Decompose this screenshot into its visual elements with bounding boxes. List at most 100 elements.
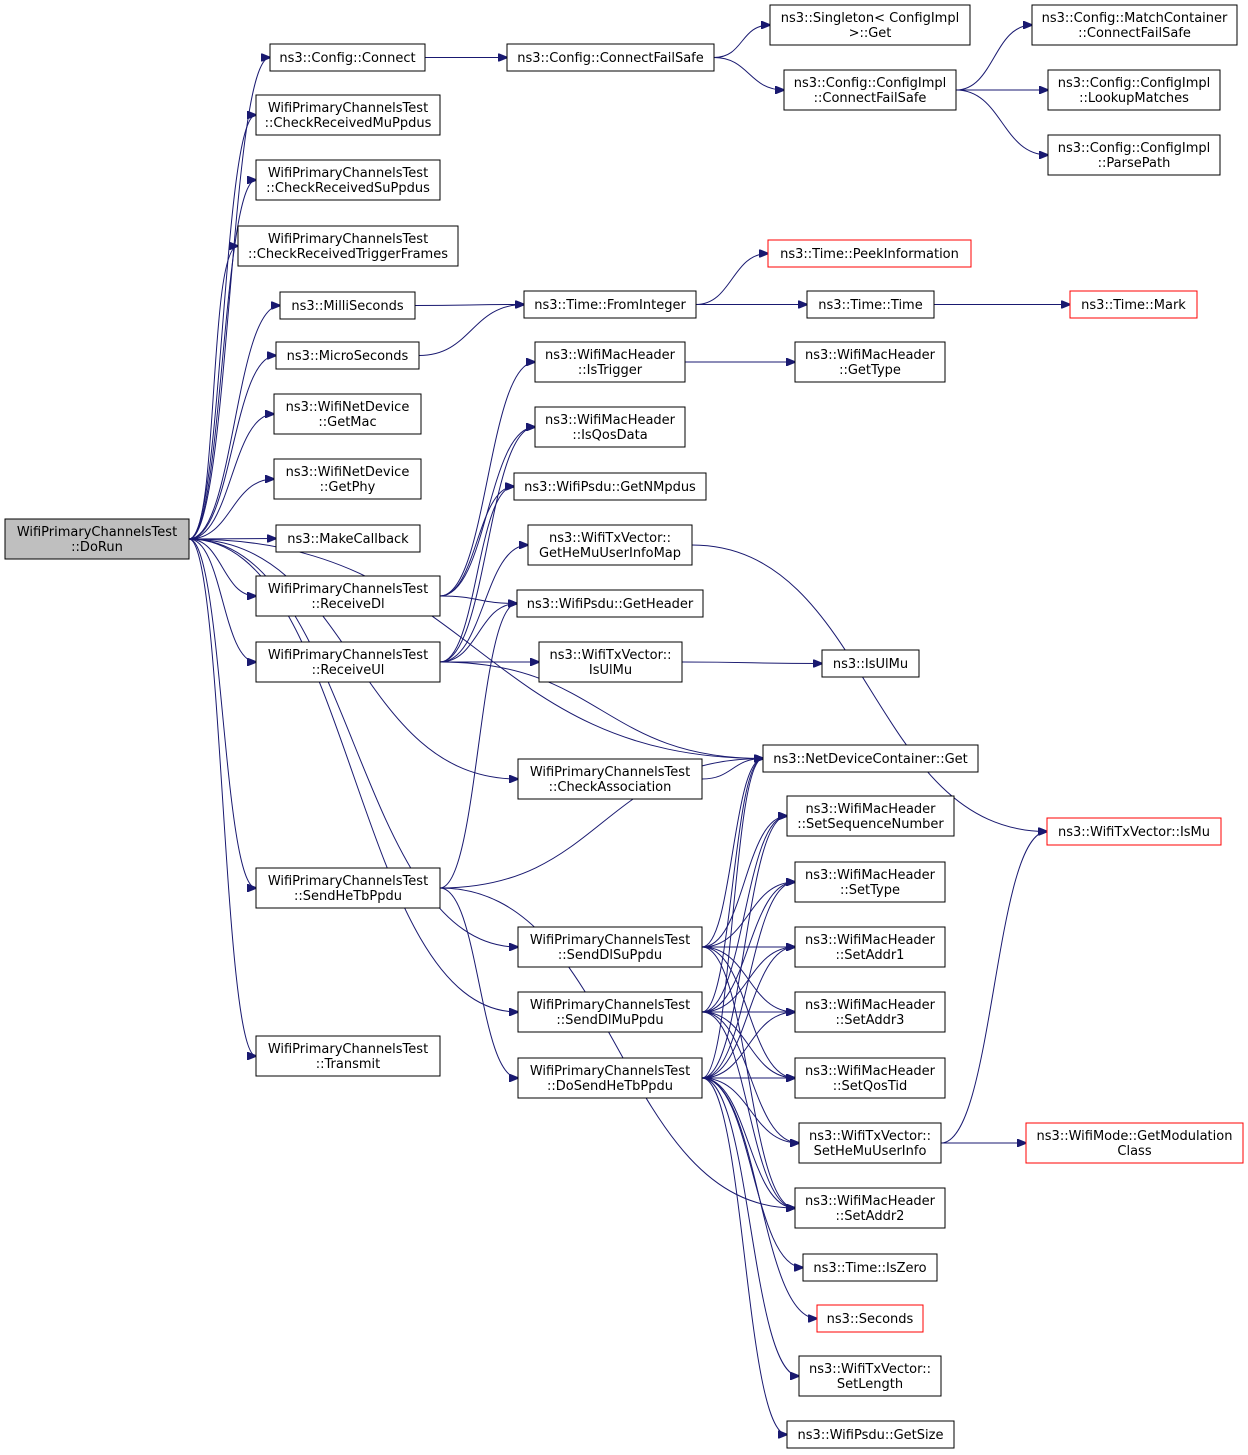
node-label: ns3::WifiNetDevice <box>286 465 410 480</box>
node-label: ns3::WifiTxVector:: <box>549 648 671 663</box>
node-setaddr3[interactable]: ns3::WifiMacHeader::SetAddr3 <box>794 991 946 1033</box>
node-label: ::CheckReceivedSuPpdus <box>266 181 430 196</box>
node-istrigger[interactable]: ns3::WifiMacHeader::IsTrigger <box>534 341 686 383</box>
node-box <box>1069 290 1198 319</box>
node-iszero[interactable]: ns3::Time::IsZero <box>802 1253 938 1282</box>
node-setqostid[interactable]: ns3::WifiMacHeader::SetQosTid <box>794 1057 946 1099</box>
node-recvul[interactable]: WifiPrimaryChannelsTest::ReceiveUl <box>255 641 441 683</box>
node-setseq[interactable]: ns3::WifiMacHeader::SetSequenceNumber <box>786 795 955 837</box>
node-sethemu[interactable]: ns3::WifiTxVector::SetHeMuUserInfo <box>798 1122 942 1164</box>
edge-cfs-to-singleton <box>713 25 770 58</box>
node-cicfs[interactable]: ns3::Config::ConfigImpl::ConnectFailSafe <box>783 69 957 111</box>
node-setaddr2[interactable]: ns3::WifiMacHeader::SetAddr2 <box>794 1187 946 1229</box>
node-label: Class <box>1117 1144 1151 1159</box>
node-fromint[interactable]: ns3::Time::FromInteger <box>523 290 697 319</box>
node-label: ns3::Time::Time <box>818 298 922 313</box>
node-box <box>269 43 426 72</box>
node-gethemu[interactable]: ns3::WifiTxVector::GetHeMuUserInfoMap <box>527 524 693 566</box>
node-cfs[interactable]: ns3::Config::ConnectFailSafe <box>506 43 715 72</box>
node-box <box>816 1304 924 1333</box>
node-label: ns3::Config::MatchContainer <box>1042 11 1228 26</box>
node-isulmu[interactable]: ns3::IsUlMu <box>821 649 920 678</box>
node-peek[interactable]: ns3::Time::PeekInformation <box>767 239 972 268</box>
node-getheader[interactable]: ns3::WifiPsdu::GetHeader <box>516 589 704 618</box>
node-label: ns3::WifiMacHeader <box>545 348 676 363</box>
node-label: ns3::WifiMacHeader <box>545 413 676 428</box>
node-label: ::SetAddr2 <box>836 1209 905 1224</box>
node-dorun[interactable]: WifiPrimaryChannelsTest::DoRun <box>4 518 190 560</box>
edge-dorun-to-getmac <box>188 414 274 540</box>
node-sendhetb[interactable]: WifiPrimaryChannelsTest::SendHeTbPpdu <box>255 867 441 909</box>
edge-dosendhetb-to-setseq <box>701 816 787 1079</box>
node-getsize[interactable]: ns3::WifiPsdu::GetSize <box>786 1420 955 1449</box>
edge-fromint-to-peek <box>695 254 768 305</box>
node-setaddr1[interactable]: ns3::WifiMacHeader::SetAddr1 <box>794 926 946 968</box>
node-box <box>1047 69 1221 111</box>
node-box <box>506 43 715 72</box>
node-mccfs[interactable]: ns3::Config::MatchContainer::ConnectFail… <box>1031 4 1238 46</box>
node-micro[interactable]: ns3::MicroSeconds <box>275 341 420 370</box>
node-isulmu_tx[interactable]: ns3::WifiTxVector::IsUlMu <box>538 641 683 683</box>
node-getnmpdus[interactable]: ns3::WifiPsdu::GetNMpdus <box>513 472 707 501</box>
edge-dorun-to-getphy <box>188 479 274 540</box>
edge-isulmu_tx-to-isulmu <box>681 662 822 664</box>
node-lookup[interactable]: ns3::Config::ConfigImpl::LookupMatches <box>1047 69 1221 111</box>
node-box <box>273 458 422 500</box>
node-gettype[interactable]: ns3::WifiMacHeader::GetType <box>794 341 946 383</box>
edge-dorun-to-sendhetb <box>188 538 256 888</box>
edge-recvul-to-getnmpdus <box>439 487 514 663</box>
node-isqos[interactable]: ns3::WifiMacHeader::IsQosData <box>534 406 686 448</box>
node-recvdl[interactable]: WifiPrimaryChannelsTest::ReceiveDl <box>255 575 441 617</box>
node-ismu[interactable]: ns3::WifiTxVector::IsMu <box>1046 817 1222 846</box>
edge-dorun-to-senddlmu <box>188 538 518 1012</box>
edge-micro-to-fromint <box>418 305 524 356</box>
node-label: ::IsTrigger <box>578 363 643 378</box>
node-setlength[interactable]: ns3::WifiTxVector::SetLength <box>798 1355 942 1397</box>
edge-dosendhetb-to-seconds <box>701 1077 817 1319</box>
node-label: ::SetQosTid <box>833 1079 907 1094</box>
node-mark[interactable]: ns3::Time::Mark <box>1069 290 1198 319</box>
node-label: WifiPrimaryChannelsTest <box>268 1042 428 1057</box>
node-makecb[interactable]: ns3::MakeCallback <box>275 524 421 553</box>
edge-recvdl-to-isqos <box>439 427 535 597</box>
node-label: WifiPrimaryChannelsTest <box>268 101 428 116</box>
node-getphy[interactable]: ns3::WifiNetDevice::GetPhy <box>273 458 422 500</box>
node-crmu[interactable]: WifiPrimaryChannelsTest::CheckReceivedMu… <box>255 94 441 136</box>
node-label: ::ReceiveDl <box>311 597 384 612</box>
node-seconds[interactable]: ns3::Seconds <box>816 1304 924 1333</box>
edge-dosendhetb-to-setlength <box>701 1077 799 1376</box>
node-label: ::ConnectFailSafe <box>1078 26 1191 41</box>
node-label: ::SetType <box>840 883 900 898</box>
node-ndcget[interactable]: ns3::NetDeviceContainer::Get <box>762 744 979 773</box>
node-time[interactable]: ns3::Time::Time <box>806 290 935 319</box>
node-settype[interactable]: ns3::WifiMacHeader::SetType <box>794 861 946 903</box>
node-label: ns3::WifiMacHeader <box>805 802 936 817</box>
node-label: ns3::Config::ConnectFailSafe <box>517 51 704 66</box>
node-milli[interactable]: ns3::MilliSeconds <box>279 291 416 320</box>
node-singleton[interactable]: ns3::Singleton< ConfigImpl>::Get <box>769 4 971 46</box>
node-box <box>513 472 707 501</box>
node-box <box>4 518 190 560</box>
node-senddlmu[interactable]: WifiPrimaryChannelsTest::SendDlMuPpdu <box>517 991 703 1033</box>
node-checkassoc[interactable]: WifiPrimaryChannelsTest::CheckAssociatio… <box>517 758 703 800</box>
node-crtf[interactable]: WifiPrimaryChannelsTest::CheckReceivedTr… <box>237 225 459 267</box>
node-parsepath[interactable]: ns3::Config::ConfigImpl::ParsePath <box>1047 134 1221 176</box>
node-crsu[interactable]: WifiPrimaryChannelsTest::CheckReceivedSu… <box>255 159 441 201</box>
edge-recvdl-to-getnmpdus <box>439 487 514 597</box>
edge-dosendhetb-to-setaddr2 <box>701 1077 795 1208</box>
node-label: WifiPrimaryChannelsTest <box>530 765 690 780</box>
node-connect[interactable]: ns3::Config::Connect <box>269 43 426 72</box>
node-label: ns3::Config::Connect <box>279 51 415 66</box>
node-senddlsu[interactable]: WifiPrimaryChannelsTest::SendDlSuPpdu <box>517 926 703 968</box>
node-label: ns3::WifiTxVector:: <box>809 1362 931 1377</box>
node-box <box>516 589 704 618</box>
node-label: ::CheckReceivedTriggerFrames <box>248 247 448 262</box>
node-box <box>794 926 946 968</box>
node-box <box>255 641 441 683</box>
node-label: ns3::WifiMacHeader <box>805 348 936 363</box>
node-transmit[interactable]: WifiPrimaryChannelsTest::Transmit <box>255 1035 441 1077</box>
node-getmac[interactable]: ns3::WifiNetDevice::GetMac <box>273 393 422 435</box>
node-box <box>786 795 955 837</box>
node-dosendhetb[interactable]: WifiPrimaryChannelsTest::DoSendHeTbPpdu <box>517 1057 703 1099</box>
